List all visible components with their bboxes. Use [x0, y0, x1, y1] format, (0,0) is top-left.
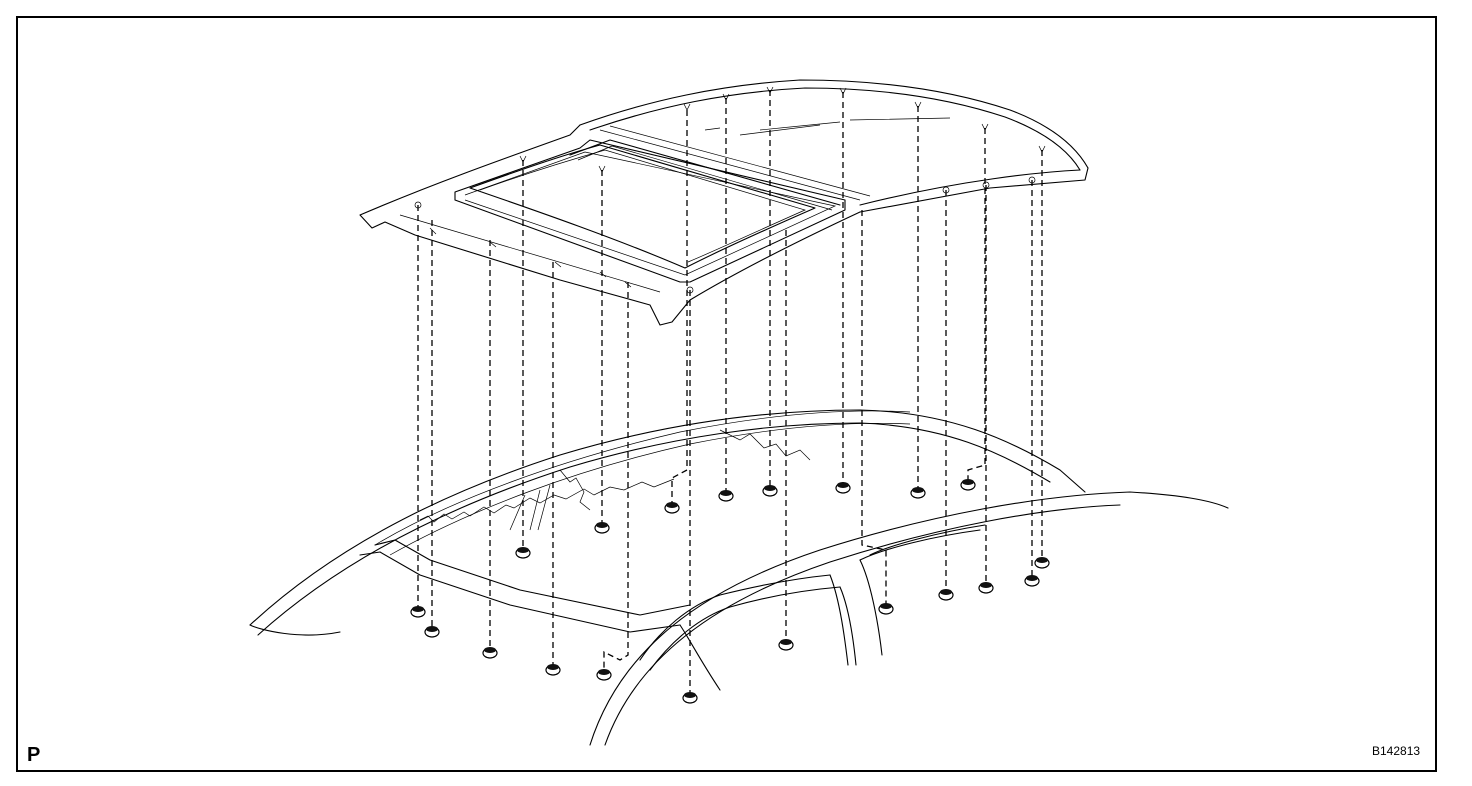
clip — [594, 522, 610, 534]
clip — [664, 502, 680, 514]
clip — [762, 485, 778, 497]
clip — [778, 639, 794, 651]
roof-headliner — [359, 79, 1089, 326]
figure-id: B142813 — [1372, 744, 1421, 758]
clip — [682, 692, 698, 704]
clip — [545, 664, 561, 676]
view-letter: P — [27, 744, 41, 766]
clip — [978, 582, 994, 594]
clip — [596, 669, 612, 681]
clip — [424, 626, 440, 638]
clip — [910, 487, 926, 499]
vehicle-body — [249, 409, 1229, 746]
clip — [1034, 557, 1050, 569]
clip — [938, 589, 954, 601]
alignment-lines — [417, 90, 1043, 695]
clip — [1024, 575, 1040, 587]
clips — [410, 479, 1050, 704]
clip — [835, 482, 851, 494]
clip — [410, 606, 426, 618]
clip — [515, 547, 531, 559]
clip — [960, 479, 976, 491]
clip — [482, 647, 498, 659]
clip — [878, 603, 894, 615]
headliner-clip-sockets — [414, 86, 1046, 294]
clip — [718, 490, 734, 502]
